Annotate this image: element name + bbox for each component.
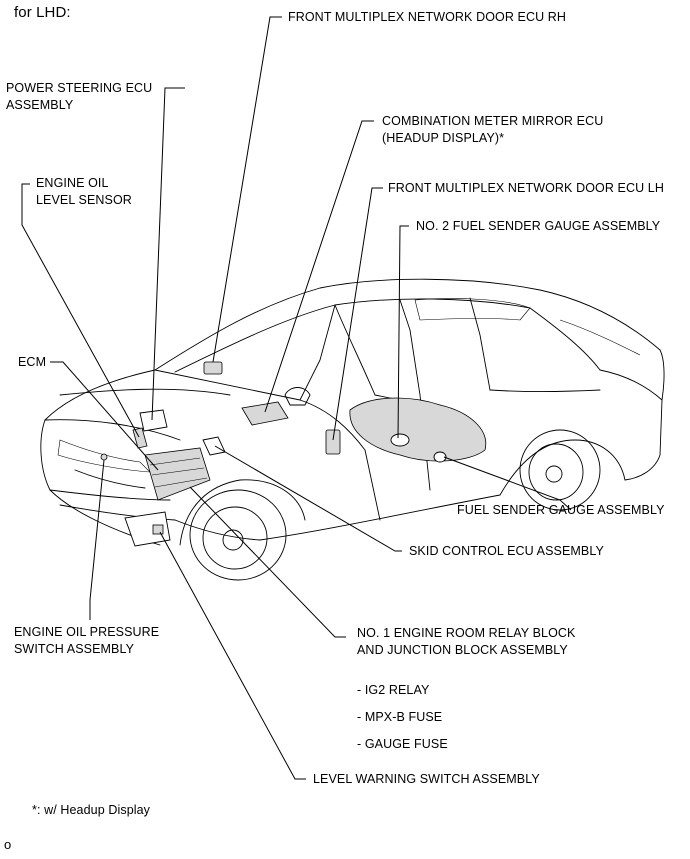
label-level-warning-switch: LEVEL WARNING SWITCH ASSEMBLY (313, 772, 540, 786)
label-oil-level-line2: LEVEL SENSOR (36, 193, 132, 207)
oil-pressure-switch-part (100, 453, 108, 461)
label-oil-pressure-switch: ENGINE OIL PRESSURE SWITCH ASSEMBLY (14, 624, 159, 658)
page-heading: for LHD: (14, 4, 71, 21)
label-oil-pressure-line2: SWITCH ASSEMBLY (14, 642, 135, 656)
label-meter-mirror-line2: (HEADUP DISPLAY)* (382, 131, 505, 145)
label-relay-block: NO. 1 ENGINE ROOM RELAY BLOCK AND JUNCTI… (357, 625, 575, 659)
footnote: *: w/ Headup Display (32, 803, 151, 817)
label-power-steering-line2: ASSEMBLY (6, 98, 74, 112)
label-oil-level-line1: ENGINE OIL (36, 176, 109, 190)
door-ecu-rh-part (203, 361, 223, 375)
label-no2-fuel-sender: NO. 2 FUEL SENDER GAUGE ASSEMBLY (416, 219, 661, 233)
skid-control-ecu-part (202, 436, 226, 456)
car-body (40, 278, 665, 581)
label-power-steering-line1: POWER STEERING ECU (6, 81, 153, 95)
label-meter-mirror-line1: COMBINATION METER MIRROR ECU (382, 114, 604, 128)
label-power-steering-ecu: POWER STEERING ECU ASSEMBLY (6, 80, 152, 114)
label-meter-mirror-ecu: COMBINATION METER MIRROR ECU (HEADUP DIS… (382, 113, 603, 147)
label-door-ecu-rh: FRONT MULTIPLEX NETWORK DOOR ECU RH (288, 10, 567, 24)
meter-mirror-ecu-part (241, 401, 289, 426)
no2-fuel-sender-part (390, 433, 410, 447)
relay-item-ig2: - IG2 RELAY (357, 683, 430, 697)
door-ecu-lh-part (325, 429, 341, 455)
label-ecm: ECM (18, 355, 47, 369)
label-fuel-sender: FUEL SENDER GAUGE ASSEMBLY (457, 503, 665, 517)
label-relay-block-line2: AND JUNCTION BLOCK ASSEMBLY (357, 643, 568, 657)
label-oil-pressure-line1: ENGINE OIL PRESSURE (14, 625, 160, 639)
label-relay-block-line1: NO. 1 ENGINE ROOM RELAY BLOCK (357, 626, 576, 640)
fuel-sender-part (433, 451, 447, 463)
corner-mark: o (4, 837, 12, 852)
label-oil-level-sensor: ENGINE OIL LEVEL SENSOR (36, 175, 132, 209)
leader-lines (21, 16, 572, 780)
level-warning-switch-part (124, 511, 171, 547)
label-skid-control-ecu: SKID CONTROL ECU ASSEMBLY (409, 544, 604, 558)
level-warning-switch-sensor (152, 524, 164, 535)
relay-item-gauge: - GAUGE FUSE (357, 737, 448, 751)
relay-item-mpx-b: - MPX-B FUSE (357, 710, 443, 724)
power-steering-ecu-part (139, 409, 168, 432)
components (100, 361, 487, 547)
fuel-tank (349, 397, 487, 462)
label-door-ecu-lh: FRONT MULTIPLEX NETWORK DOOR ECU LH (388, 181, 664, 195)
relay-block-part (144, 447, 211, 501)
